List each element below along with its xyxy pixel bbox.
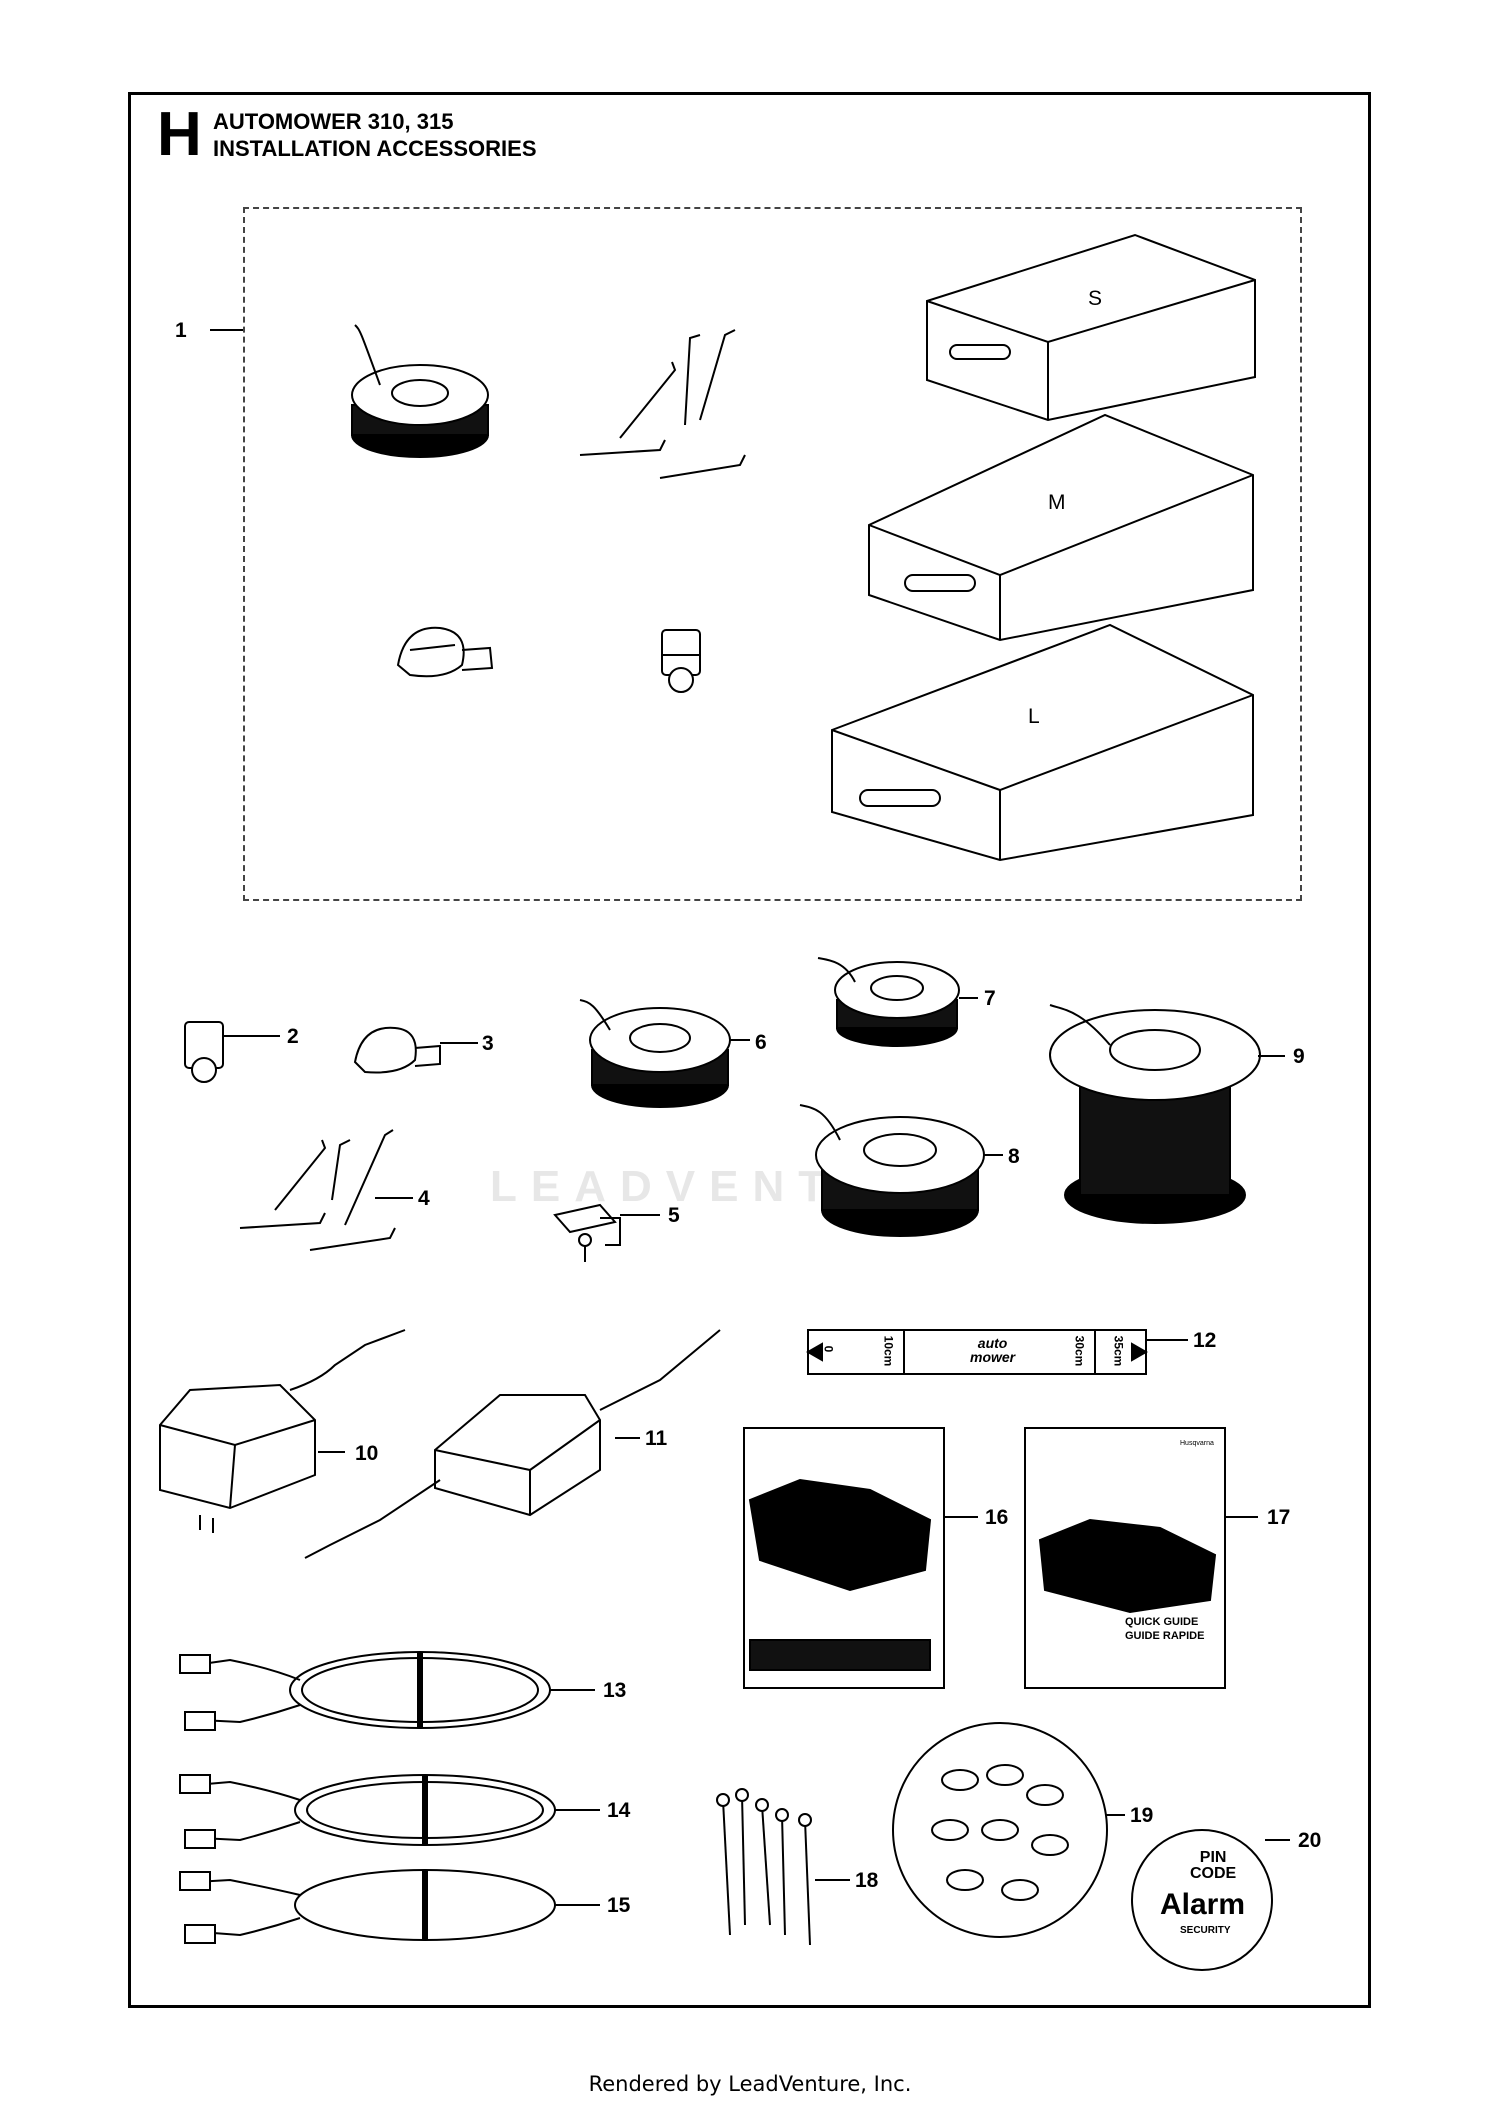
callout-14: 14 [607,1799,631,1822]
part-20-decal [1131,1829,1290,1971]
callout-15: 15 [607,1894,631,1917]
part-17-manual [1024,1427,1258,1689]
part-15-cable [179,1869,600,1944]
callout-13: 13 [603,1679,627,1702]
callout-5: 5 [668,1204,680,1227]
gauge-mark-10cm: 10cm [881,1335,896,1367]
callout-9: 9 [1293,1045,1305,1068]
decal-pin-code: PIN CODE [1190,1850,1236,1882]
callout-8: 8 [1008,1145,1020,1168]
part-3-connector [353,1026,478,1074]
callout-4: 4 [418,1187,430,1210]
part-11-power-supply [304,1329,721,1559]
gauge-mark-35cm: 35cm [1111,1335,1126,1367]
callout-19: 19 [1130,1804,1154,1827]
kit-box-m [868,413,1254,642]
diagram-frame [128,92,1371,2008]
part-13-cable [179,1651,595,1731]
callout-11: 11 [645,1427,668,1450]
callout-6: 6 [755,1031,767,1054]
decal-alarm: Alarm [1160,1888,1246,1921]
decal-line-pin: PIN [1199,1849,1227,1866]
kit-pegs [579,329,746,479]
kit-wire-spool [351,324,489,458]
box-size-s-label: S [1088,287,1103,310]
gauge-logo-line2: mower [970,1349,1016,1365]
part-12-gauge [805,1329,1188,1375]
callout-16: 16 [985,1506,1009,1529]
part-10-power-adapter [159,1329,406,1533]
gauge-mark-30cm: 30cm [1072,1335,1087,1367]
part-14-cable [179,1774,600,1849]
part-16-manual [743,1427,978,1689]
part-5-blade-screw [553,1203,660,1262]
manual-brand: Husqvarna [1180,1440,1214,1447]
part-8-wire-spool [799,1104,1003,1237]
callout-18: 18 [855,1869,879,1892]
part-4-pegs [239,1129,413,1251]
callout-20: 20 [1298,1829,1322,1852]
part-7-wire-spool [817,957,978,1047]
part-18-screws [716,1788,850,1946]
installation-kit-outline [243,207,1302,901]
callout-12: 12 [1193,1329,1217,1352]
part-19-disc [892,1722,1125,1938]
manual-cover-title: QUICK GUIDE [1125,1616,1199,1628]
diagram-title-section: INSTALLATION ACCESSORIES [213,136,537,161]
part-6-wire-spool [579,999,750,1108]
kit-box-s [926,233,1256,422]
section-letter: H [157,100,202,169]
decal-security: SECURITY [1180,1925,1231,1936]
part-9-wire-spool [1049,1004,1285,1224]
decal-line-code: CODE [1190,1865,1237,1882]
gauge-logo-line1: auto [977,1335,1008,1351]
footer-credit: Rendered by LeadVenture, Inc. [588,2072,912,2096]
callout-7: 7 [984,987,996,1010]
callout-3: 3 [482,1032,494,1055]
kit-box-l [831,623,1254,862]
callout-10: 10 [355,1442,379,1465]
kit-coupler [661,629,701,693]
kit-connector [396,626,494,678]
callout-17: 17 [1267,1506,1291,1529]
box-size-l-label: L [1028,705,1040,728]
manual-cover-subtitle: GUIDE RAPIDE [1125,1630,1205,1642]
callout-1: 1 [175,319,187,342]
box-size-m-label: M [1048,491,1066,514]
part-2-coupler [184,1021,280,1083]
callout-2: 2 [287,1025,299,1048]
diagram-title-model: AUTOMOWER 310, 315 [213,109,454,134]
gauge-logo: auto mower [970,1336,1015,1364]
gauge-mark-0: 0 [821,1345,836,1353]
